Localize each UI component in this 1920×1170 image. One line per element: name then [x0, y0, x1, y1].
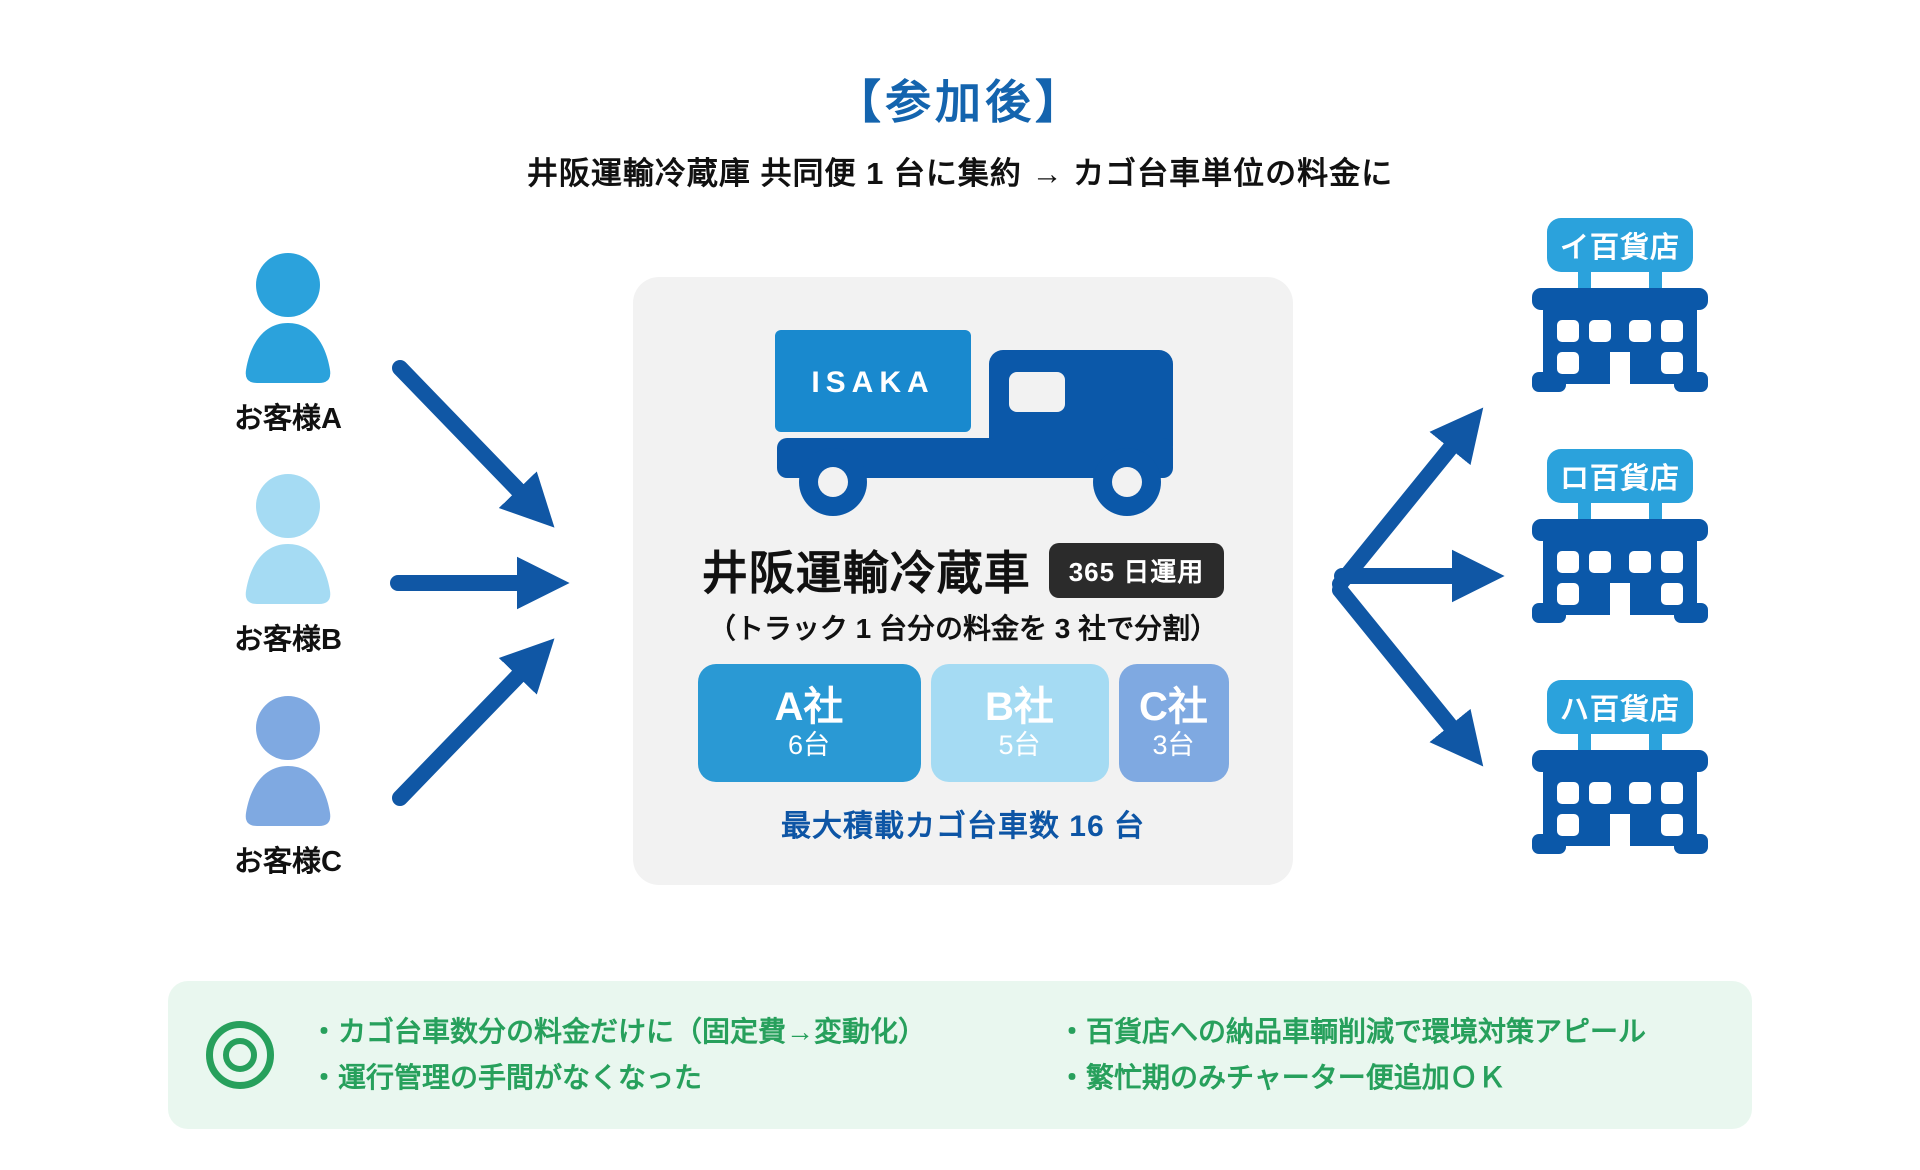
hub-capacity: 最大積載カゴ台車数 16 台 — [780, 810, 1146, 843]
company-c-name: C社 — [1139, 684, 1208, 729]
store-1-block: イ百貨店 — [1532, 218, 1708, 392]
benefit-item: ・繁忙期のみチャーター便追加ＯＫ — [1058, 1062, 1506, 1093]
company-c-count: 3台 — [1152, 729, 1195, 760]
hub-panel: ISAKA 井阪運輸冷蔵車 365 日運用 （トラック 1 台分の料金を 3 社… — [633, 277, 1293, 885]
store-3-block: ハ百貨店 — [1532, 680, 1708, 854]
truck-icon: ISAKA — [775, 330, 1173, 516]
benefits-left-column: ・カゴ台車数分の料金だけに（固定費→変動化） ・運行管理の手間がなくなった — [310, 1009, 1058, 1101]
truck-window — [1009, 372, 1065, 412]
hub-name: 井阪運輸冷蔵車 — [701, 547, 1031, 599]
arrow-icon-customer-a — [392, 360, 555, 528]
arrow-icon-store-1 — [1332, 407, 1484, 592]
customer-a-label: お客様A — [234, 403, 342, 435]
company-a-box: A社 6台 — [697, 664, 921, 782]
truck-chassis — [777, 438, 1173, 478]
customer-b-block: お客様B — [198, 474, 378, 658]
department-store-building-icon — [1532, 750, 1708, 854]
benefit-item: ・百貨店への納品車輌削減で環境対策アピール — [1058, 1016, 1647, 1047]
arrow-icon-store-3 — [1332, 582, 1484, 767]
store-3-sign: ハ百貨店 — [1547, 680, 1693, 734]
customer-a-block: お客様A — [198, 253, 378, 437]
benefit-item: ・運行管理の手間がなくなった — [310, 1062, 703, 1093]
benefit-item: ・カゴ台車数分の料金だけに（固定費→変動化） — [310, 1016, 927, 1047]
person-icon — [245, 696, 331, 826]
double-circle-icon — [206, 1021, 274, 1089]
page-subtitle: 井阪運輸冷蔵庫 共同便 1 台に集約 → カゴ台車単位の料金に — [526, 156, 1394, 191]
hub-name-row: 井阪運輸冷蔵車 365 日運用 — [633, 537, 1293, 603]
company-a-count: 6台 — [787, 729, 831, 760]
company-a-name: A社 — [774, 684, 844, 729]
store-2-sign: ロ百貨店 — [1547, 449, 1693, 503]
store-2-block: ロ百貨店 — [1532, 449, 1708, 623]
company-b-count: 5台 — [998, 729, 1041, 760]
company-c-box: C社 3台 — [1118, 664, 1229, 782]
page-title: 【参加後】 — [835, 76, 1085, 128]
company-b-name: B社 — [985, 684, 1054, 729]
customer-c-label: お客様C — [234, 846, 342, 878]
truck-logo-text: ISAKA — [811, 366, 934, 399]
customer-c-block: お客様C — [198, 696, 378, 880]
benefits-box: ・カゴ台車数分の料金だけに（固定費→変動化） ・運行管理の手間がなくなった ・百… — [168, 981, 1752, 1129]
hub-note: （トラック 1 台分の料金を 3 社で分割） — [707, 613, 1219, 644]
department-store-building-icon — [1532, 288, 1708, 392]
department-store-building-icon — [1532, 519, 1708, 623]
benefits-right-column: ・百貨店への納品車輌削減で環境対策アピール ・繁忙期のみチャーター便追加ＯＫ — [1058, 1009, 1646, 1101]
company-b-box: B社 5台 — [930, 664, 1109, 782]
hub-badge: 365 日運用 — [1048, 542, 1225, 598]
person-icon — [245, 474, 331, 604]
customer-b-label: お客様B — [234, 624, 342, 656]
arrow-icon-customer-c — [392, 638, 555, 806]
truck-icon-wrap: ISAKA — [775, 330, 1175, 522]
company-boxes: A社 6台 B社 5台 C社 3台 — [633, 664, 1293, 782]
store-1-sign: イ百貨店 — [1547, 218, 1693, 272]
person-icon — [245, 253, 331, 383]
truck-cargo-box — [775, 330, 971, 432]
